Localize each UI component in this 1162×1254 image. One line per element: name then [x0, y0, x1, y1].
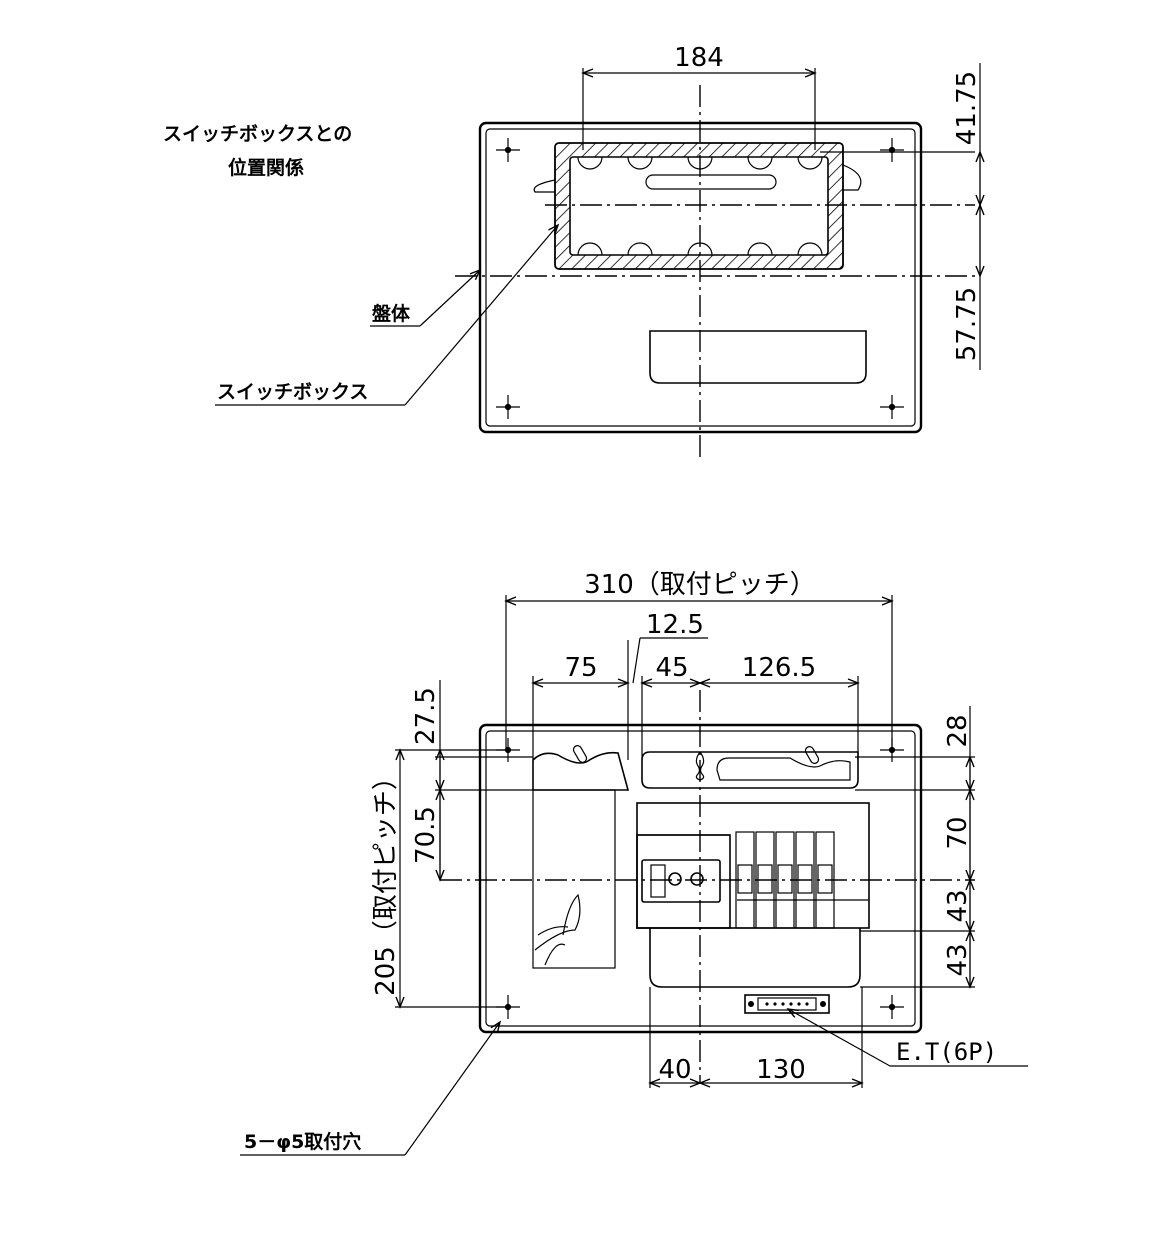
dim-130: 130 [756, 1055, 806, 1085]
dim-27-5: 27.5 [411, 687, 441, 745]
cover-cutout [649, 330, 867, 384]
dim-184: 184 [674, 43, 724, 73]
dim-57-75: 57.75 [952, 287, 982, 361]
dim-43-lower: 43 [943, 943, 973, 976]
breaker-assembly [636, 802, 870, 988]
dim-28: 28 [943, 714, 973, 747]
label-mounting-holes: 5－φ5取付穴 [244, 1130, 361, 1153]
left-cover [532, 745, 630, 969]
right-ext-lines [855, 756, 975, 988]
bottom-view: 310（取付ピッチ） 75 45 126.5 12.5 27.5 70.5 20… [240, 570, 1028, 1156]
dim-45: 45 [655, 653, 688, 683]
caption-line2: 位置関係 [228, 156, 304, 179]
dim-70-5: 70.5 [411, 806, 441, 864]
label-earth-terminal: E.T(6P) [896, 1038, 997, 1066]
dim-12-5: 12.5 [646, 610, 704, 640]
earth-terminal [744, 994, 830, 1014]
dim-40: 40 [658, 1055, 691, 1085]
dim-75: 75 [564, 653, 597, 683]
dim-205-pitch: 205（取付ピッチ） [371, 764, 401, 996]
label-switchbox: スイッチボックス [217, 381, 368, 403]
dim-70: 70 [943, 816, 973, 849]
dim-43-upper: 43 [943, 889, 973, 922]
caption-line1: スイッチボックスとの [163, 123, 352, 145]
dim-41-75: 41.75 [952, 71, 982, 145]
dim-310-pitch: 310（取付ピッチ） [584, 570, 816, 600]
dim-126-5: 126.5 [742, 653, 816, 683]
switch-box [533, 142, 862, 270]
left-ext-lines [395, 749, 533, 1008]
top-view: スイッチボックスとの 位置関係 [163, 43, 985, 462]
mount-hole-marks [496, 138, 904, 419]
right-top-cover [641, 746, 859, 789]
label-body: 盤体 [372, 302, 411, 325]
